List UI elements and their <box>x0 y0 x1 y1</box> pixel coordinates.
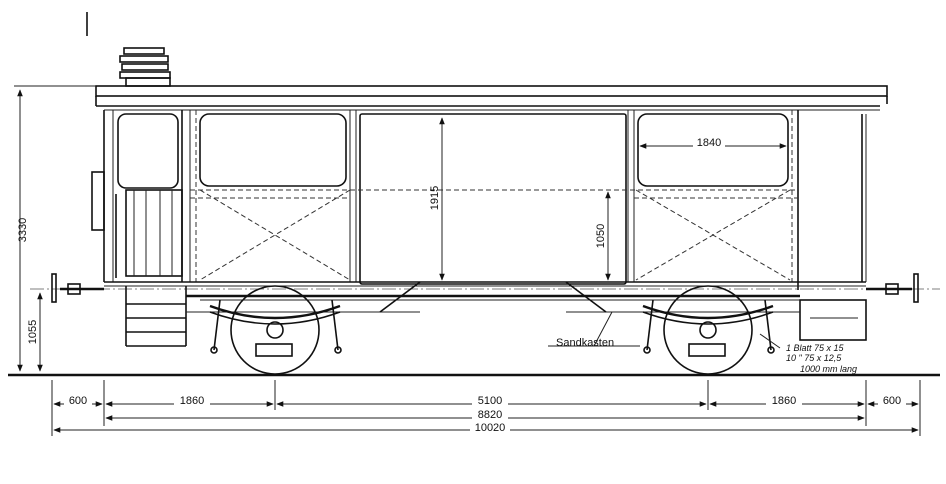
sandbox-label: Sandkasten <box>556 337 614 349</box>
end-door <box>91 171 183 278</box>
spring-note: 1 Blatt 75 x 15 10 " 75 x 12,5 1000 mm l… <box>759 333 857 374</box>
buffer-left <box>51 273 104 303</box>
dim-window-width: 1840 <box>639 136 787 149</box>
spring-note-line2: 10 " 75 x 12,5 <box>786 353 842 363</box>
dim-overhang-right-label: 1860 <box>772 395 796 407</box>
car-body <box>103 110 867 290</box>
dim-overhang-left-label: 1860 <box>180 395 204 407</box>
end-ladder <box>125 286 187 347</box>
dim-window-height-label: 1915 <box>429 186 441 210</box>
sandbox-callout: Sandkasten <box>548 311 640 349</box>
buffer-right <box>866 273 919 303</box>
wheelset-left <box>209 285 342 375</box>
dim-body-length-label: 8820 <box>478 409 502 421</box>
dim-buffer-height: 1055 <box>27 292 43 372</box>
dim-buffer-height-label: 1055 <box>27 320 39 344</box>
dim-buffer-left-label: 600 <box>69 395 87 407</box>
spring-note-line3: 1000 mm lang <box>800 364 857 374</box>
dim-horizontal: 600 1860 5100 1860 600 8820 10020 <box>51 380 921 436</box>
roof-vent <box>119 47 171 87</box>
dim-lower-panel: 1050 <box>595 191 611 281</box>
dim-overall-length-label: 10020 <box>475 422 506 434</box>
dim-total-height: 3330 <box>14 85 96 372</box>
dim-wheelbase-label: 5100 <box>478 395 502 407</box>
dim-window-height: 1915 <box>429 117 445 281</box>
roof <box>95 85 888 111</box>
right-step <box>799 299 867 341</box>
wheelset-right <box>642 285 775 375</box>
dim-buffer-right-label: 600 <box>883 395 901 407</box>
dim-lower-panel-label: 1050 <box>595 224 607 248</box>
dim-total-height-label: 3330 <box>17 218 29 242</box>
spring-note-line1: 1 Blatt 75 x 15 <box>786 343 845 353</box>
dim-window-width-label: 1840 <box>697 137 721 149</box>
